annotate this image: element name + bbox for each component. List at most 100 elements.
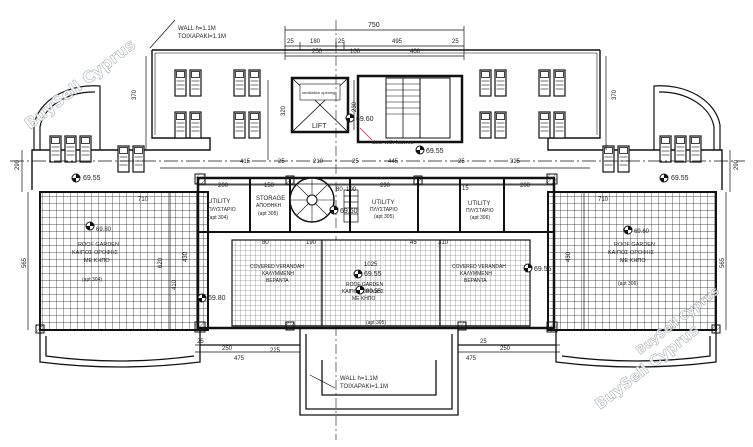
- dim-top-h: 400: [410, 49, 421, 55]
- wall-label-bottom-1: WALL h=1.1M: [340, 376, 378, 382]
- roof-right-3: ΜΕ ΚΗΠΟ: [620, 258, 646, 264]
- veranda-left-1: COVERED VERANDAH: [250, 264, 304, 270]
- veranda-right-1: COVERED VERANDAH: [452, 264, 506, 270]
- plan-labels: WALL h=1.1M ΤΟΙΧΑΡΑΚΙ=1.1M WALL h=1.1M Τ…: [72, 26, 655, 390]
- dim-v-45: 45: [410, 240, 417, 246]
- door-louvres-label: door with louvres: [372, 140, 414, 146]
- level-4: 69.55: [671, 175, 689, 182]
- veranda-left: [231, 239, 323, 327]
- veranda-right-2: ΚΑΛΥΜΜΕΝΗ: [460, 271, 492, 277]
- dim-mid-415: 415: [240, 159, 251, 165]
- watermark-top-left: BuySell Cyprus: [21, 35, 139, 133]
- dim-top-b: 180: [310, 39, 321, 45]
- lift-note: ventilation opening: [302, 90, 335, 95]
- dim-v-310: 310: [438, 240, 449, 246]
- central-stair: [343, 189, 359, 223]
- dim-mid-25a: 25: [278, 159, 285, 165]
- utility-305-label: UTILITY: [372, 200, 394, 206]
- veranda-center: [321, 239, 441, 327]
- roof-left-apt: (apt 304): [82, 277, 102, 283]
- center-apt: (apt 305): [366, 320, 386, 326]
- utility-304-gr: ΠΛΥΣΤΑΡΙΟ: [208, 207, 236, 213]
- dimension-lines: [21, 19, 731, 389]
- level-9: 69.80: [96, 227, 112, 233]
- dim-v-710a: 710: [138, 197, 149, 203]
- dim-mid-210: 210: [313, 159, 324, 165]
- dim-side-right-290: 290: [734, 159, 740, 170]
- utility-306-label: UTILITY: [468, 201, 490, 207]
- dim-row-200a: 200: [218, 183, 229, 189]
- dim-side-left-290: 290: [15, 159, 21, 170]
- veranda-right: [439, 239, 531, 327]
- utility-305-apt: (apt 305): [374, 214, 394, 220]
- sun-loungers: [49, 69, 702, 173]
- dim-bot-475a: 475: [234, 356, 245, 362]
- wall-label-top-1: WALL h=1.1M: [178, 26, 216, 32]
- left-round-balcony: [33, 85, 101, 150]
- utility-305-gr: ΠΛΥΣΤΑΡΙΟ: [370, 207, 398, 213]
- dim-v-80: 80: [262, 240, 269, 246]
- storage-label: STORAGE: [256, 196, 285, 202]
- dim-top-d: 495: [392, 39, 403, 45]
- columns: [35, 173, 721, 334]
- storage-apt: (apt 305): [258, 211, 278, 217]
- center-3: ΜΕ ΚΗΠΟ: [352, 296, 375, 302]
- right-round-balcony: [653, 85, 721, 150]
- dim-v-565a: 565: [22, 257, 28, 268]
- level-2: 69.55: [426, 148, 444, 155]
- dim-side-right-370: 370: [612, 89, 618, 100]
- center-1: ROOF GARDEN: [346, 282, 384, 288]
- dim-top-total: 750: [368, 22, 380, 29]
- dim-v-430a: 430: [183, 251, 189, 262]
- roof-left-3: ΜΕ ΚΗΠΟ: [84, 258, 110, 264]
- utility-304-label: UTILITY: [208, 199, 230, 205]
- utility-306-gr: ΠΛΥΣΤΑΡΙΟ: [466, 208, 494, 214]
- dim-mid-325: 325: [510, 159, 521, 165]
- roof-right-2: ΚΑΙΠΟΣ ΟΡΟΦΗΣ: [608, 250, 655, 256]
- dim-top-a: 25: [287, 39, 294, 45]
- roof-right-1: ROOF GARDEN: [614, 242, 655, 248]
- dim-row-15: 15: [462, 186, 469, 192]
- level-8: 69.55: [534, 266, 552, 273]
- dim-bot-25a: 25: [197, 339, 204, 345]
- roof-outline: [31, 49, 723, 190]
- dim-row-200b: 200: [520, 183, 531, 189]
- level-3: 69.55: [83, 175, 101, 182]
- lift-core: [290, 74, 464, 144]
- dim-v-710b: 710: [598, 197, 609, 203]
- wall-label-bottom-2: ΤΟΙΧΑΡΑΚΙ=1.1M: [340, 384, 388, 390]
- dim-v-620: 620: [158, 257, 164, 268]
- dim-mid-25b: 25: [352, 159, 359, 165]
- dim-bot-25b: 25: [480, 339, 487, 345]
- utility-306-apt: (apt 306): [470, 215, 490, 221]
- dim-bot-225: 225: [270, 348, 281, 354]
- roof-left-2: ΚΑΙΠΟΣ ΟΡΟΦΗΣ: [72, 250, 119, 256]
- veranda-right-3: ΒΕΡΑΝΤΑ: [464, 278, 487, 284]
- roof-left-1: ROOF GARDEN: [78, 242, 119, 248]
- dim-side-left-370: 370: [132, 89, 138, 100]
- level-5: 69.60: [340, 208, 358, 215]
- dim-top-g: 100: [350, 49, 361, 55]
- dim-mid-25c: 25: [458, 159, 465, 165]
- dim-row-80: 80: [336, 187, 343, 193]
- dim-v-190: 190: [306, 240, 317, 246]
- dim-top-e: 25: [452, 39, 459, 45]
- dim-v-410: 410: [172, 279, 178, 290]
- level-10: 69.60: [634, 229, 650, 235]
- door-annotation: [359, 127, 373, 141]
- level-1: 69.60: [356, 116, 374, 123]
- dim-top-f: 250: [312, 49, 323, 55]
- storage-gr: ΑΠΟΘΗΚΗ: [256, 203, 282, 209]
- dim-row-150: 150: [264, 183, 275, 189]
- dim-lift-230: 230: [352, 101, 358, 112]
- roof-right-apt: (apt 306): [618, 281, 638, 287]
- dimension-texts: 750 25 180 25 495 25 250 100 400 370 370…: [15, 22, 740, 362]
- veranda-left-3: ΒΕΡΑΝΤΑ: [266, 278, 289, 284]
- roof-garden-left: [39, 191, 209, 331]
- dim-mid-445: 445: [388, 159, 399, 165]
- dim-top-c: 25: [338, 39, 345, 45]
- dim-row-290: 290: [380, 183, 391, 189]
- level-6: 69.80: [208, 295, 226, 302]
- wall-label-top-2: ΤΟΙΧΑΡΑΚΙ=1.1M: [178, 34, 226, 40]
